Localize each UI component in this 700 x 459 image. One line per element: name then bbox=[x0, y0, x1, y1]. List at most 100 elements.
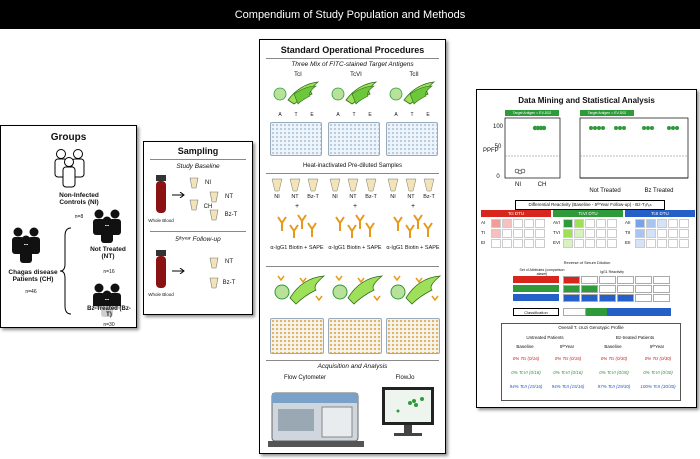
heat-cell-0-2-4 bbox=[535, 239, 545, 248]
sample-plate-2 bbox=[386, 318, 440, 354]
yaxis-label: PPFP bbox=[483, 148, 499, 154]
overall-col-0: Baseline bbox=[516, 344, 534, 349]
sample-label-1-2: Bz-T bbox=[365, 194, 377, 200]
sample-label-0-0: NI bbox=[274, 194, 280, 200]
sample-label-2-1: NT bbox=[407, 194, 415, 200]
heat-cell-1-1-4 bbox=[607, 229, 617, 238]
heat-cell-2-2-4 bbox=[679, 239, 689, 248]
dtu-tcvi: TcVI DTU bbox=[553, 210, 623, 217]
attr-title: Set of Attributes (comparison ataset) bbox=[519, 268, 565, 276]
parasite-icon-2 bbox=[388, 80, 438, 110]
sample-tubes-0 bbox=[270, 177, 326, 193]
sampling-panel: Sampling Study Baseline Whole Blood NI C… bbox=[143, 141, 253, 315]
antigen-label-1: TcVI bbox=[350, 72, 362, 78]
ate-label-0-1: T bbox=[294, 112, 298, 118]
ate-label-1-1: T bbox=[352, 112, 356, 118]
heat-cell-2-0-2 bbox=[657, 219, 667, 228]
diff-title: Differential Reactivity (Baseline - 5ᵗʰY… bbox=[515, 200, 665, 210]
heat-cell-1-1-0 bbox=[563, 229, 573, 238]
ch-n: n=46 bbox=[25, 289, 37, 295]
heat-cell-2-2-0 bbox=[635, 239, 645, 248]
target-badge-2: Target Antigen = EV-D02 bbox=[580, 110, 634, 116]
ate-label-1-0: A bbox=[336, 112, 340, 118]
ate-label-0-2: E bbox=[310, 112, 314, 118]
bracket bbox=[59, 227, 72, 315]
attr-cell-2-4 bbox=[635, 294, 652, 302]
x1-ch: CH bbox=[537, 182, 547, 188]
overall-green-0: 0% TcVI (0/16) bbox=[511, 370, 541, 375]
heat-cell-2-1-2 bbox=[657, 229, 667, 238]
groups-title: Groups bbox=[50, 132, 87, 143]
heat-cell-2-1-4 bbox=[679, 229, 689, 238]
mining-panel: Data Mining and Statistical Analysis Tar… bbox=[476, 89, 697, 408]
nt-n: n=16 bbox=[103, 269, 115, 275]
attr-cell-1-3 bbox=[617, 285, 634, 293]
attr-cell-2-0 bbox=[563, 294, 580, 302]
overall-blue-1: 94% TcII (15/16) bbox=[551, 384, 585, 389]
heat-cell-2-2-2 bbox=[657, 239, 667, 248]
bead-complex-icon-1 bbox=[330, 272, 386, 312]
attr-grid bbox=[563, 276, 671, 304]
heat-cell-0-1-4 bbox=[535, 229, 545, 238]
heat-cell-1-1-1 bbox=[574, 229, 584, 238]
sample-label-1-1: NT bbox=[349, 194, 357, 200]
blood-tube-icon bbox=[156, 175, 166, 213]
bead-complex-icon-0 bbox=[272, 272, 328, 312]
grp-nt: Not Treated bbox=[589, 188, 621, 194]
sop-panel: Standard Operational Procedures Three Mi… bbox=[259, 39, 446, 454]
heat-cell-1-0-2 bbox=[585, 219, 595, 228]
overall-box bbox=[501, 323, 681, 401]
antibody-icon-1 bbox=[330, 213, 380, 239]
overall-col-3: 5ᵗʰYear bbox=[649, 344, 665, 349]
tubes-followup bbox=[209, 257, 219, 289]
attr-cell-2-5 bbox=[653, 294, 670, 302]
overall-red-2: 0% TcI (0/30) bbox=[600, 356, 628, 361]
monitor-icon bbox=[382, 387, 434, 436]
ch-label: Chagas disease Patients (CH) bbox=[8, 269, 58, 283]
plate-2 bbox=[386, 122, 438, 156]
attr-cell-0-4 bbox=[635, 276, 652, 284]
heat-cell-0-0-3 bbox=[524, 219, 534, 228]
heat-cell-0-0-2 bbox=[513, 219, 523, 228]
dtu-tci: TcI DTU bbox=[481, 210, 551, 217]
flowjo-label: FlowJo bbox=[395, 375, 415, 381]
s-bzt-2: Bz-T bbox=[222, 280, 236, 286]
heat-cell-0-0-0 bbox=[491, 219, 501, 228]
heat-cell-0-1-0 bbox=[491, 229, 501, 238]
overall-title: Overall T. cruzi Genotypic Profile bbox=[558, 325, 624, 330]
heat-cell-0-1-3 bbox=[524, 229, 534, 238]
heat-cell-1-0-0 bbox=[563, 219, 573, 228]
sample-plate-1 bbox=[328, 318, 382, 354]
reactivity-title: IgG1 Reactivity bbox=[600, 270, 624, 274]
sample-tubes-1 bbox=[328, 177, 384, 193]
overall-blue-3: 100% TcII (30/30) bbox=[640, 384, 676, 389]
followup-label: 5ᵗʰʸᵉᵃʳ Follow-up bbox=[175, 236, 221, 243]
groups-panel: Groups Non-Infected Controls (NI) n=8 Ch… bbox=[0, 125, 137, 328]
blood-tube-icon-2 bbox=[156, 250, 166, 288]
row-label-2-2: EII bbox=[625, 240, 631, 245]
heat-cell-0-2-0 bbox=[491, 239, 501, 248]
heat-cell-2-0-1 bbox=[646, 219, 656, 228]
tick-50: 50 bbox=[494, 144, 502, 150]
arrow-icon bbox=[172, 192, 185, 198]
overall-red-1: 0% TcI (0/16) bbox=[554, 356, 582, 361]
attr-cell-0-1 bbox=[581, 276, 598, 284]
untreated-title: Untreated Patients bbox=[526, 335, 564, 340]
row-label-1-2: EVI bbox=[553, 240, 561, 245]
attr-cell-1-0 bbox=[563, 285, 580, 293]
heat-cell-1-1-2 bbox=[585, 229, 595, 238]
target-badge-1: Target Antigen = EV-D02 bbox=[505, 110, 559, 116]
sample-label-2-2: Bz-T bbox=[423, 194, 435, 200]
whole-blood-label-2: Whole Blood bbox=[148, 292, 174, 297]
heat-cell-1-0-3 bbox=[596, 219, 606, 228]
plus-0: + bbox=[294, 203, 300, 210]
ate-label-2-2: E bbox=[426, 112, 430, 118]
heat-cell-0-1-2 bbox=[513, 229, 523, 238]
x1-ni: NI bbox=[515, 182, 521, 188]
row-label-0-0: AI bbox=[481, 220, 486, 225]
attr-cell-0-5 bbox=[653, 276, 670, 284]
antibody-icon-2 bbox=[388, 213, 438, 239]
overall-green-3: 0% TcVI (0/30) bbox=[643, 370, 673, 375]
attr-cell-0-2 bbox=[599, 276, 616, 284]
sample-label-1-0: NI bbox=[332, 194, 338, 200]
